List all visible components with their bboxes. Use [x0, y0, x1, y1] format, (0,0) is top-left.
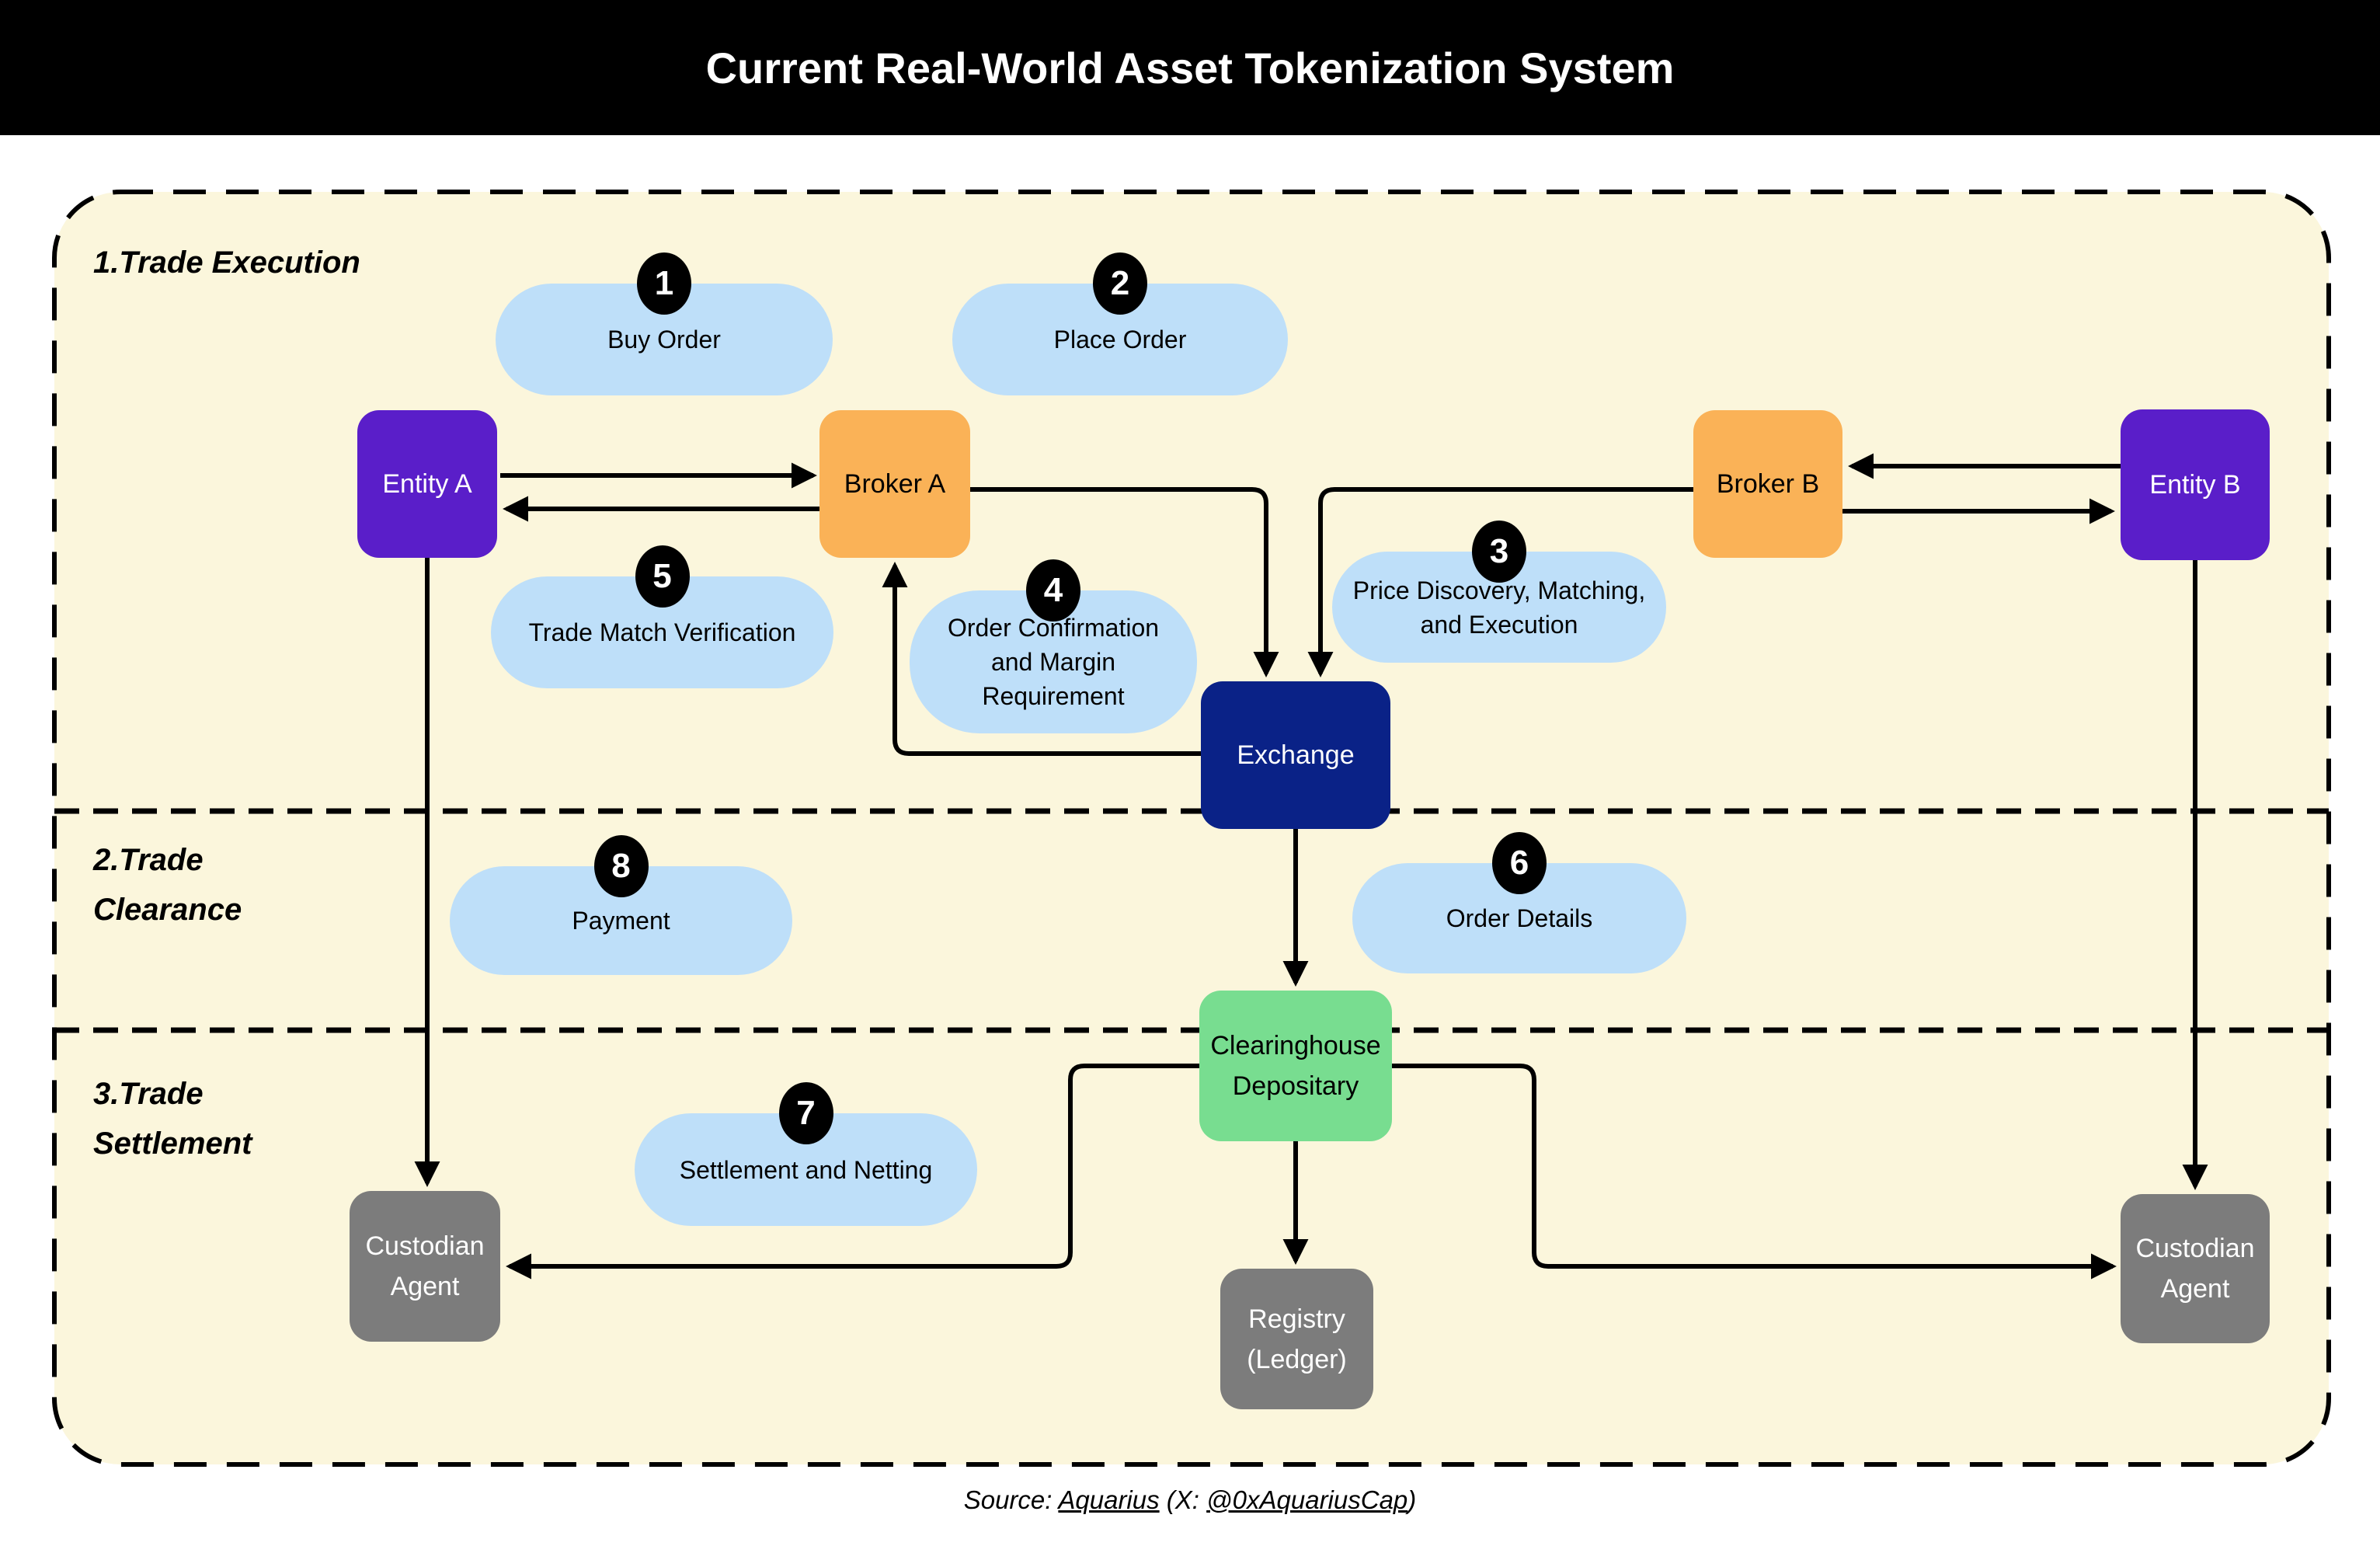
registry-ledger-node: Registry (Ledger) — [1220, 1269, 1373, 1409]
section-label-trade-clearance: 2.Trade Clearance — [93, 843, 242, 927]
source-link[interactable]: Aquarius — [1058, 1485, 1160, 1514]
entity-b-node: Entity B — [2121, 409, 2270, 560]
custodian-agent-right-node: Custodian Agent — [2121, 1194, 2270, 1343]
step-pill-price-discovery: 3 Price Discovery, Matching, and Executi… — [1332, 521, 1666, 663]
broker-a-node: Broker A — [819, 410, 970, 558]
step-pill-order-confirmation: 4 Order Confirmation and Margin Requirem… — [910, 559, 1197, 733]
step-pill-trade-match-verification: 5 Trade Match Verification — [491, 545, 833, 688]
custodian-agent-left-node: Custodian Agent — [350, 1191, 500, 1342]
source-line: Source: Aquarius (X: @0xAquariusCap) — [0, 1485, 2380, 1515]
page-title: Current Real-World Asset Tokenization Sy… — [705, 43, 1675, 92]
source-mid: (X: — [1159, 1485, 1207, 1514]
step-pill-place-order: 2 Place Order — [952, 252, 1288, 395]
exchange-node: Exchange — [1201, 681, 1390, 829]
source-suffix: ) — [1407, 1485, 1417, 1514]
step-number-badge: 2 — [1093, 252, 1147, 315]
step-number-badge: 3 — [1472, 521, 1526, 583]
step-number-badge: 5 — [635, 545, 690, 608]
arrow-clearinghouse-to-custodian-right — [1392, 1064, 2117, 1280]
step-number-badge: 8 — [593, 835, 649, 897]
source-prefix: Source: — [963, 1485, 1059, 1514]
step-number-badge: 1 — [637, 252, 691, 315]
step-number-badge: 6 — [1492, 832, 1547, 894]
step-number-badge: 4 — [1026, 559, 1080, 622]
title-bar: Current Real-World Asset Tokenization Sy… — [0, 0, 2380, 135]
section-label-trade-settlement: 3.Trade Settlement — [93, 1077, 252, 1161]
section-label-trade-execution: 1.Trade Execution — [93, 245, 360, 280]
step-pill-buy-order: 1 Buy Order — [496, 252, 833, 395]
step-pill-order-details: 6 Order Details — [1352, 832, 1686, 973]
clearinghouse-depositary-node: Clearinghouse Depositary — [1199, 991, 1392, 1141]
entity-a-node: Entity A — [357, 410, 497, 558]
step-pill-settlement-and-netting: 7 Settlement and Netting — [635, 1082, 977, 1226]
step-pill-payment: 8 Payment — [450, 835, 792, 975]
broker-b-node: Broker B — [1693, 410, 1842, 558]
source-handle-link[interactable]: @0xAquariusCap — [1206, 1485, 1408, 1514]
step-number-badge: 7 — [778, 1082, 833, 1144]
